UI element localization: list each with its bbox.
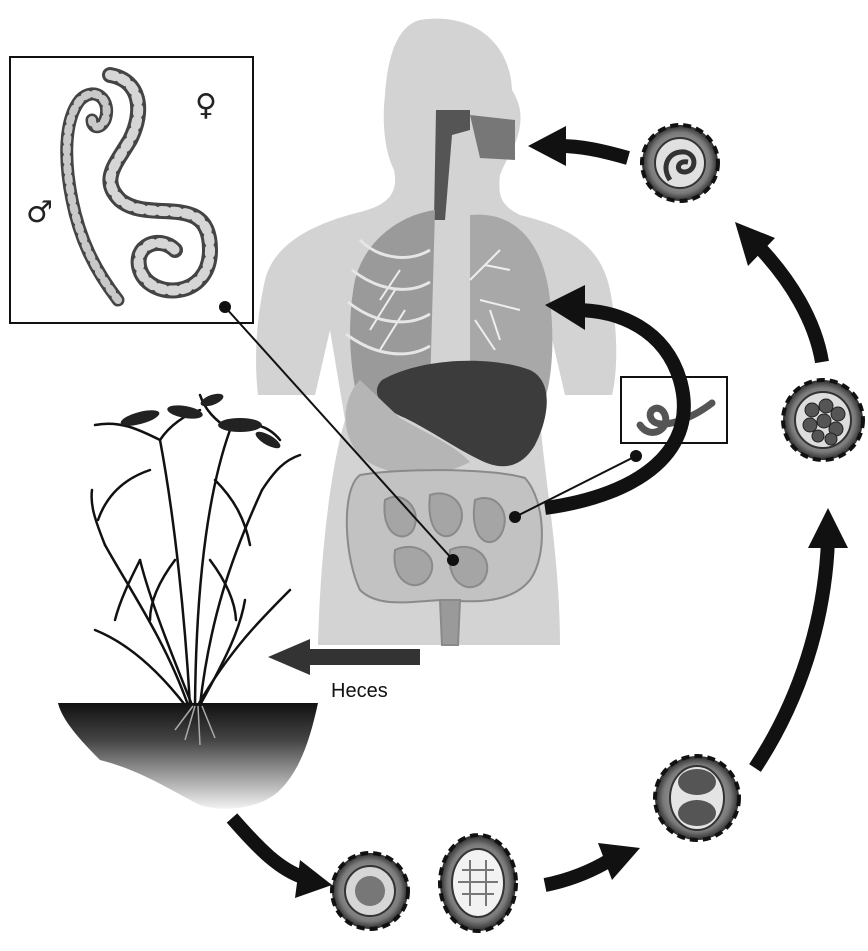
feces-label: Heces	[331, 680, 388, 702]
male-symbol: ♂	[26, 195, 53, 230]
egg-two-cell	[655, 756, 739, 840]
egg-embryonated-larva	[642, 125, 718, 201]
human-body	[256, 19, 616, 645]
arrow-twocell-to-morula	[755, 540, 828, 768]
arrowhead-soil-to-egg	[295, 860, 332, 898]
egg-single-cell	[332, 853, 408, 929]
adult-worms-inset: ♂ ♀	[10, 57, 253, 323]
arrow-egg-to-egg2	[545, 860, 610, 885]
arrowhead-twocell-to-morula	[808, 508, 848, 548]
female-symbol: ♀	[195, 88, 217, 123]
intestine-dot	[447, 554, 459, 566]
arrow-ingestion	[560, 146, 628, 158]
arrowhead-ingestion	[528, 126, 566, 166]
soil	[58, 703, 318, 809]
arrow-soil-to-egg	[232, 818, 305, 878]
egg-morula	[783, 380, 863, 460]
gut-dot	[509, 511, 521, 523]
egg-unembryonated	[440, 835, 516, 931]
arrow-morula-to-larva	[760, 248, 822, 362]
